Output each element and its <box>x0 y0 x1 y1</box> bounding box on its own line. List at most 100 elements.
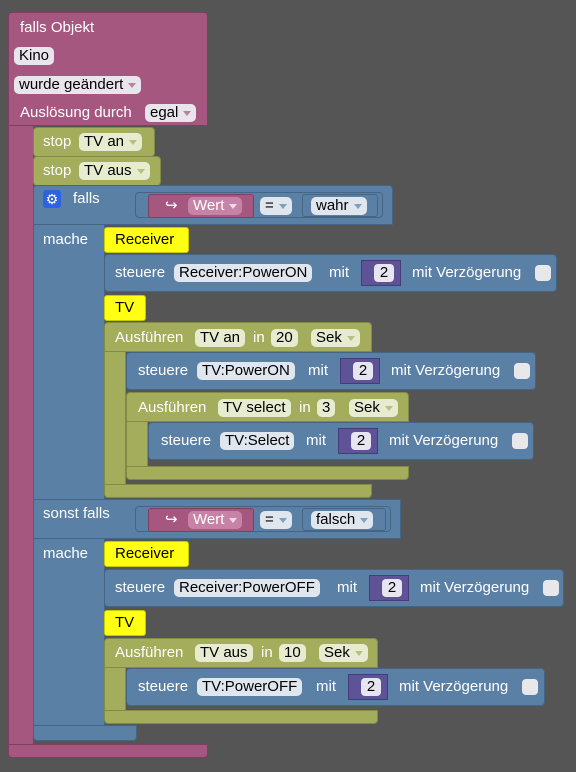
timeout-name-field[interactable]: TV an <box>195 329 246 347</box>
operator-dropdown-1[interactable]: = <box>260 197 292 215</box>
comment-block-tv-1[interactable] <box>104 295 146 321</box>
comment-text: Receiver <box>115 545 175 562</box>
comment-block-receiver-2[interactable] <box>104 541 189 567</box>
chevron-down-icon <box>346 335 355 341</box>
object-field[interactable]: Kino <box>14 47 55 65</box>
control-mit: mit <box>337 579 357 596</box>
control-label: steuere <box>138 362 189 379</box>
comment-block-receiver-1[interactable] <box>104 227 189 253</box>
control-mit: mit <box>329 264 349 281</box>
bool-dropdown-1[interactable]: wahr <box>311 197 367 215</box>
gear-icon[interactable]: ⚙ <box>43 190 61 208</box>
chevron-down-icon <box>278 517 287 523</box>
trigger-label: Auslösung durch <box>20 104 132 121</box>
timeout-in: in <box>253 329 265 346</box>
control-label: steuere <box>115 579 166 596</box>
delay-label: mit Verzögerung <box>412 264 522 281</box>
bool-dropdown-2[interactable]: falsch <box>311 511 374 529</box>
chevron-down-icon <box>353 203 362 209</box>
stop-dropdown-2[interactable]: TV aus <box>79 162 150 180</box>
timeout-label: Ausführen <box>115 644 184 661</box>
value-var-1: Wert <box>193 197 225 214</box>
timeout-name-field[interactable]: TV select <box>218 399 291 417</box>
delay-checkbox[interactable] <box>543 580 559 596</box>
number-field[interactable]: 2 <box>353 362 373 380</box>
timeout-unit-dropdown[interactable]: Sek <box>349 399 398 417</box>
comment-block-tv-2[interactable] <box>104 610 146 636</box>
timeout-name-field[interactable]: TV aus <box>195 644 253 662</box>
falls-label: falls <box>73 190 100 207</box>
control-target[interactable]: TV:PowerON <box>197 362 295 380</box>
chevron-down-icon <box>128 82 137 88</box>
number-field[interactable]: 2 <box>361 678 381 696</box>
chevron-down-icon <box>384 405 393 411</box>
bool-value-2: falsch <box>316 511 356 528</box>
timeout-unit: Sek <box>316 329 342 346</box>
trigger-title: falls Objekt <box>20 19 95 36</box>
value-var-dropdown-2[interactable]: Wert <box>188 511 243 529</box>
control-target[interactable]: TV:PowerOFF <box>197 678 303 696</box>
delay-checkbox[interactable] <box>512 433 528 449</box>
number-field[interactable]: 2 <box>374 264 394 282</box>
control-label: steuere <box>161 432 212 449</box>
delay-checkbox[interactable] <box>535 265 551 281</box>
delay-label: mit Verzögerung <box>420 579 530 596</box>
trigger-value: egal <box>150 104 179 121</box>
timeout-unit: Sek <box>324 644 350 661</box>
trigger-block-foot <box>8 744 208 758</box>
arrow-icon: ↪ <box>165 197 178 214</box>
timeout-block-3-spine <box>104 667 126 713</box>
timeout-number[interactable]: 3 <box>317 399 336 417</box>
timeout-unit-dropdown[interactable]: Sek <box>311 329 360 347</box>
timeout-block-3-foot <box>104 710 378 724</box>
operator-dropdown-2[interactable]: = <box>260 511 292 529</box>
bool-value-1: wahr <box>316 197 349 214</box>
control-target[interactable]: TV:Select <box>220 432 295 450</box>
delay-checkbox[interactable] <box>514 363 530 379</box>
trigger-dropdown[interactable]: egal <box>145 104 197 122</box>
control-block-2[interactable] <box>126 352 536 390</box>
chevron-down-icon <box>360 517 369 523</box>
control-mit: mit <box>316 678 336 695</box>
stop-label-1: stop <box>43 133 72 150</box>
control-label: steuere <box>115 264 166 281</box>
comment-text: TV <box>115 614 135 631</box>
mache-label-2: mache <box>43 545 89 562</box>
condition-dropdown[interactable]: wurde geändert <box>14 76 142 94</box>
value-var-2: Wert <box>193 511 225 528</box>
if-block-foot <box>33 725 137 741</box>
chevron-down-icon <box>354 650 363 656</box>
arrow-icon: ↪ <box>165 511 178 528</box>
control-mit: mit <box>308 362 328 379</box>
chevron-down-icon <box>229 517 238 523</box>
condition-value: wurde geändert <box>19 76 124 93</box>
timeout-block-2-foot <box>126 466 409 480</box>
comment-text: Receiver <box>115 231 175 248</box>
stop-label-2: stop <box>43 162 72 179</box>
control-target[interactable]: Receiver:PowerOFF <box>174 579 320 597</box>
trigger-block-spine <box>8 125 34 745</box>
timeout-number[interactable]: 20 <box>271 329 298 347</box>
timeout-label: Ausführen <box>138 399 207 416</box>
comment-text: TV <box>115 299 135 316</box>
delay-label: mit Verzögerung <box>389 432 499 449</box>
timeout-in: in <box>261 644 273 661</box>
control-block-5[interactable] <box>126 668 545 706</box>
timeout-in: in <box>299 399 311 416</box>
chevron-down-icon <box>229 203 238 209</box>
stop-dropdown-1[interactable]: TV an <box>79 133 143 151</box>
control-target[interactable]: Receiver:PowerON <box>174 264 313 282</box>
timeout-label: Ausführen <box>115 329 184 346</box>
timeout-block-2-spine <box>126 421 148 467</box>
delay-checkbox[interactable] <box>522 679 538 695</box>
number-field[interactable]: 2 <box>382 579 402 597</box>
sonst-falls-label: sonst falls <box>43 505 110 522</box>
operator-value-1: = <box>265 197 274 214</box>
control-label: steuere <box>138 678 189 695</box>
number-field[interactable]: 2 <box>351 432 371 450</box>
value-var-dropdown-1[interactable]: Wert <box>188 197 243 215</box>
if-block-spine-2 <box>33 538 105 726</box>
timeout-number[interactable]: 10 <box>279 644 306 662</box>
timeout-unit-dropdown[interactable]: Sek <box>319 644 368 662</box>
stop-value-2: TV aus <box>84 162 132 179</box>
